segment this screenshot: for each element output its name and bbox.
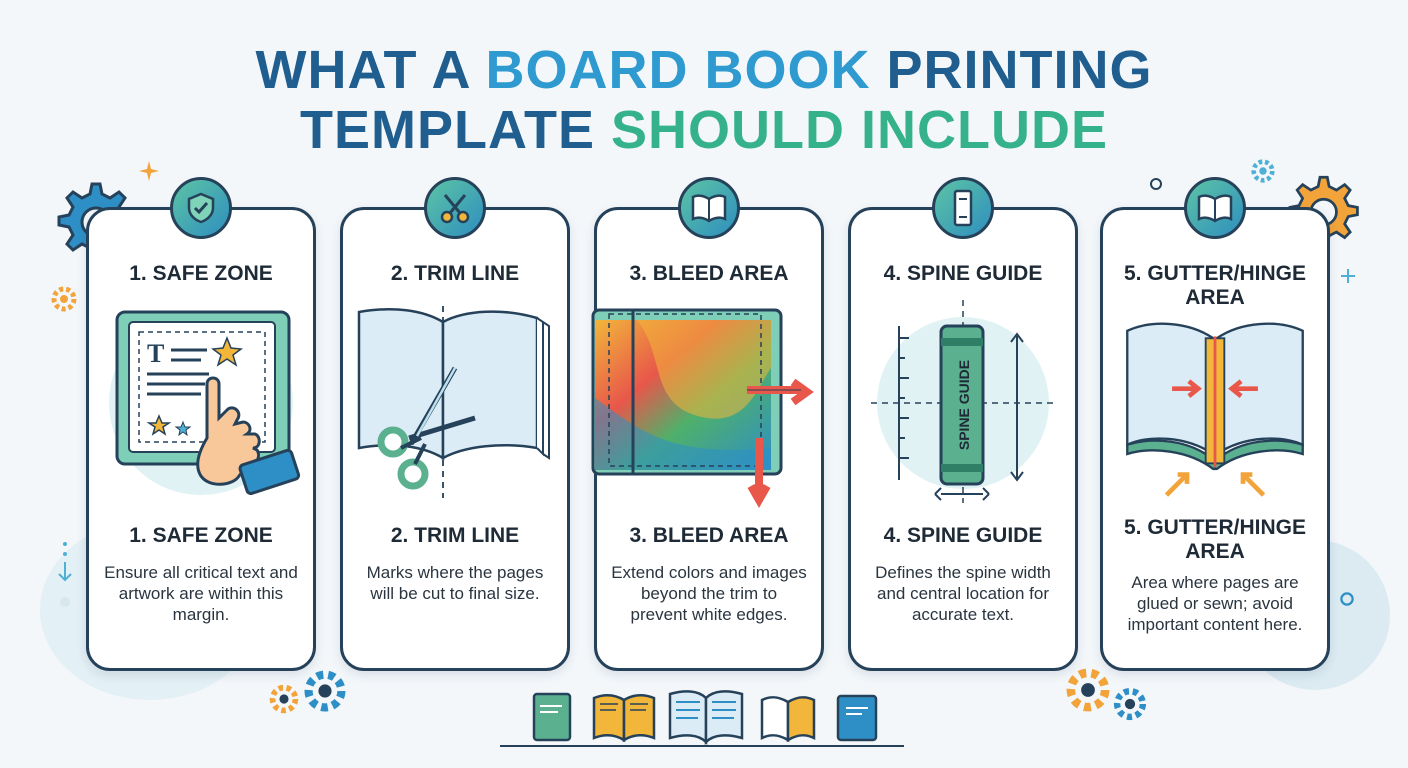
- card-description: Extend colors and images beyond the trim…: [611, 563, 807, 624]
- spine-guide-illustration: SPINE GUIDE: [871, 300, 1055, 503]
- card-description: Ensure all critical text and artwork are…: [104, 563, 298, 624]
- bleed-area-illustration: [591, 308, 814, 509]
- card-heading: 4. SPINE GUIDE: [883, 262, 1043, 285]
- card-subheading: 4. SPINE GUIDE: [883, 524, 1043, 547]
- page-title: WHAT A BOARD BOOK PRINTING TEMPLATE SHOU…: [255, 40, 1153, 160]
- gear-icon: [51, 286, 77, 312]
- card-safe-zone: 1. SAFE ZONE T 1. SAFE ZONE Ensure all c…: [86, 177, 316, 671]
- card-description: Marks where the pages will be cut to fin…: [366, 563, 544, 603]
- trim-line-illustration: [357, 306, 550, 498]
- gear-icon: [1066, 668, 1110, 712]
- arrow-down-icon: [58, 542, 72, 607]
- sparkle-icon: [139, 161, 159, 181]
- svg-text:T: T: [147, 339, 164, 368]
- gear-icon: [1113, 687, 1147, 721]
- card-subheading: 5. GUTTER/HINGE AREA: [1123, 516, 1307, 563]
- card-bleed-area: 3. BLEED AREA 3. BLEED AREA Extend color…: [591, 177, 824, 671]
- card-description: Defines the spine width and central loca…: [875, 563, 1051, 624]
- card-heading: 5. GUTTER/HINGE AREA: [1123, 262, 1307, 309]
- gear-icon: [269, 684, 299, 714]
- book-row-illustration: [500, 690, 904, 747]
- circle-icon: [1340, 592, 1354, 606]
- safe-zone-illustration: T: [109, 310, 301, 495]
- card-heading: 2. TRIM LINE: [390, 262, 520, 285]
- book-spine-icon: [932, 177, 994, 239]
- gear-icon: [304, 670, 346, 712]
- card-trim-line: 2. TRIM LINE 2. TRIM LINE Marks where th…: [340, 177, 570, 671]
- card-heading: 1. SAFE ZONE: [129, 262, 273, 285]
- shield-check-icon: [170, 177, 232, 239]
- gear-icon: [1251, 159, 1275, 183]
- open-book-icon: [1184, 177, 1246, 239]
- gutter-hinge-illustration: [1126, 322, 1304, 497]
- card-heading: 3. BLEED AREA: [629, 262, 789, 285]
- circle-icon: [1150, 178, 1162, 190]
- plus-icon: [1341, 269, 1355, 283]
- card-subheading: 1. SAFE ZONE: [129, 524, 273, 547]
- card-gutter-hinge-area: 5. GUTTER/HINGE AREA 5. GUTTER/HINGE ARE…: [1100, 177, 1330, 671]
- scissors-icon: [424, 177, 486, 239]
- card-subheading: 3. BLEED AREA: [629, 524, 789, 547]
- spine-label: SPINE GUIDE: [956, 360, 972, 450]
- card-description: Area where pages are glued or sewn; avoi…: [1127, 573, 1303, 634]
- card-subheading: 2. TRIM LINE: [390, 524, 520, 547]
- open-book-icon: [678, 177, 740, 239]
- card-spine-guide: 4. SPINE GUIDE SPINE GUIDE 4. SPINE GUID…: [848, 177, 1078, 671]
